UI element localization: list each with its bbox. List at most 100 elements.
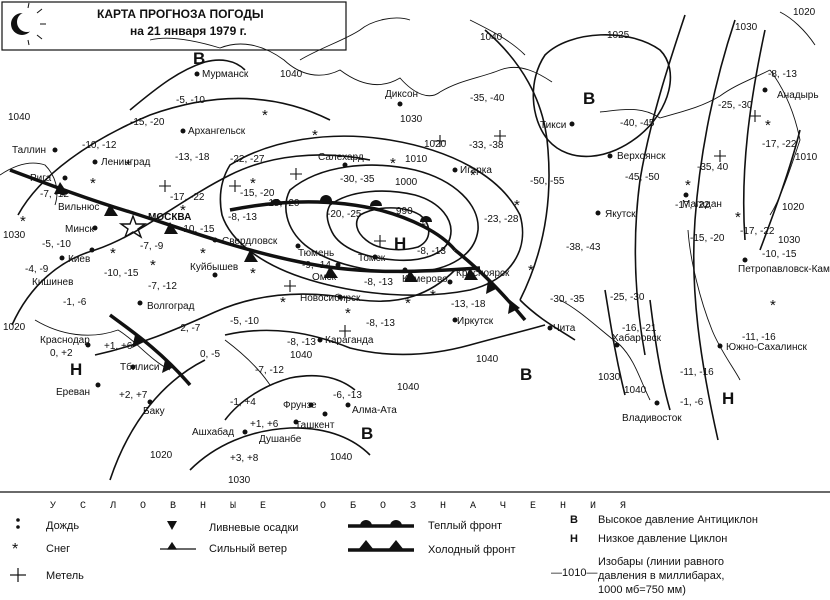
- legend-label: Сильный ветер: [209, 543, 287, 555]
- isobar-label: 1025: [607, 30, 630, 41]
- temperature-label: -11, -16: [680, 367, 714, 378]
- svg-text:*: *: [770, 297, 776, 314]
- temperatures: -5, -10 -15, -20 -10, -12 -13, -18 -22, …: [25, 69, 797, 464]
- temperature-label: +3, +8: [230, 453, 259, 464]
- city-label: Мурманск: [202, 69, 249, 80]
- isobar-label: 1040: [290, 350, 313, 361]
- svg-text:*: *: [250, 265, 256, 282]
- star-icon: [118, 214, 148, 239]
- temperature-label: -7, -12: [40, 189, 69, 200]
- shower-icon: [167, 521, 177, 530]
- city-label: Хабаровск: [612, 332, 662, 344]
- city-label: Алма-Ата: [352, 405, 397, 416]
- sun-moon-icon: [11, 2, 46, 46]
- temperature-label: -33, -38: [469, 140, 504, 151]
- isobar-label: 1010: [405, 154, 428, 165]
- svg-text:*: *: [250, 175, 256, 192]
- svg-text:*: *: [405, 295, 411, 312]
- city-label: Якутск: [605, 209, 636, 220]
- city-label: Игарка: [460, 165, 492, 176]
- legend-label: давления в миллибарах,: [598, 570, 724, 582]
- temperature-label: 0, -5: [200, 349, 220, 360]
- legend-label: Высокое давление Антициклон: [598, 514, 758, 526]
- temperature-label: -17, -22: [675, 200, 710, 211]
- city-label: Салехард: [318, 152, 364, 163]
- temperature-label: -7, -12: [148, 281, 177, 292]
- svg-text:*: *: [765, 117, 771, 134]
- high-pressure-center: В: [361, 424, 373, 443]
- city-label: Петропавловск-Камчатский: [738, 264, 830, 275]
- blizzard-icon: [10, 568, 26, 582]
- city-label: Тбилиси: [120, 361, 159, 373]
- city-label: Верхоянск: [617, 151, 666, 162]
- temperature-label: -8, -13: [364, 277, 393, 288]
- city-label: Иркутск: [457, 316, 494, 327]
- temperature-label: -10, -15: [762, 249, 797, 260]
- cities: Мурманск Архангельск Таллин Ленинград Ри…: [12, 69, 830, 445]
- city-label: Куйбышев: [190, 261, 238, 273]
- city-label: Кемерово: [402, 274, 448, 285]
- svg-text:*: *: [280, 294, 286, 311]
- temperature-label: -45, -50: [625, 172, 660, 183]
- temperature-label: -15, -20: [265, 198, 300, 209]
- legend-label: Дождь: [46, 520, 79, 532]
- map-title: КАРТА ПРОГНОЗА ПОГОДЫ: [97, 7, 264, 21]
- city-label: Караганда: [325, 335, 374, 346]
- legend-label: Ливневые осадки: [209, 522, 298, 534]
- temperature-label: -2, -7: [177, 323, 201, 334]
- cold-front-east: [453, 248, 527, 322]
- temperature-label: -38, -43: [566, 242, 601, 253]
- legend-label: Теплый фронт: [428, 520, 502, 532]
- isobar-label: 1030: [778, 235, 801, 246]
- city-label: Волгоград: [147, 301, 195, 312]
- city-label: Фрунзе: [283, 400, 317, 411]
- city-label: МОСКВА: [148, 212, 191, 223]
- isobar-label: 1040: [480, 32, 503, 43]
- high-pressure-center: В: [520, 365, 532, 384]
- isobar-label: 1040: [624, 385, 647, 396]
- high-pressure-center: В: [583, 89, 595, 108]
- temperature-label: -30, -35: [340, 174, 375, 185]
- svg-text:*: *: [150, 257, 156, 274]
- isobar-label: 1040: [280, 69, 303, 80]
- city-label: Новосибирск: [300, 292, 361, 304]
- title-box: КАРТА ПРОГНОЗА ПОГОДЫ на 21 января 1979 …: [1, 1, 347, 51]
- isobar-label: 1020: [150, 450, 173, 461]
- svg-text:*: *: [390, 155, 396, 172]
- temperature-label: -13, -18: [175, 152, 210, 163]
- city-label: Рига: [30, 173, 52, 184]
- city-label: Тюмень: [298, 248, 334, 259]
- temperature-label: -17, -22: [170, 192, 205, 203]
- legend-label: Низкое давление Циклон: [598, 533, 727, 545]
- svg-text:*: *: [180, 202, 186, 219]
- temperature-label: -16, -21: [622, 323, 657, 334]
- temperature-label: -23, -28: [484, 214, 519, 225]
- temperature-label: -1, +4: [230, 397, 256, 408]
- low-pressure-center: Н: [722, 389, 734, 408]
- city-label: Анадырь: [777, 90, 819, 101]
- city-label: Таллин: [12, 145, 46, 156]
- city-label: Омск: [312, 272, 337, 283]
- temperature-label: 0, +2: [50, 348, 73, 359]
- strong-wind-icon: [160, 541, 196, 550]
- temperature-label: -50, -55: [530, 176, 565, 187]
- map-date: на 21 января 1979 г.: [130, 24, 247, 38]
- svg-text:*: *: [262, 107, 268, 124]
- city-label: Чита: [553, 323, 576, 334]
- low-pressure-center: Н: [70, 360, 82, 379]
- high-pressure-code: В: [570, 514, 578, 526]
- city-label: Архангельск: [188, 126, 246, 137]
- city-label: Ереван: [56, 387, 90, 398]
- isobar-label: 1010: [795, 152, 818, 163]
- legend-label: Холодный фронт: [428, 544, 516, 556]
- temperature-label: +1, +6: [104, 341, 133, 352]
- temperature-label: +2, +7: [119, 390, 148, 401]
- warm-front-icon: [348, 520, 414, 528]
- temperature-label: -7, -9: [140, 241, 164, 252]
- rain-icon: [16, 518, 20, 529]
- city-label: Свердловск: [222, 236, 278, 247]
- blizzard-icons: [159, 110, 761, 337]
- city-label: Томск: [358, 253, 386, 264]
- svg-text:*: *: [735, 209, 741, 226]
- temperature-label: -1, -6: [63, 297, 87, 308]
